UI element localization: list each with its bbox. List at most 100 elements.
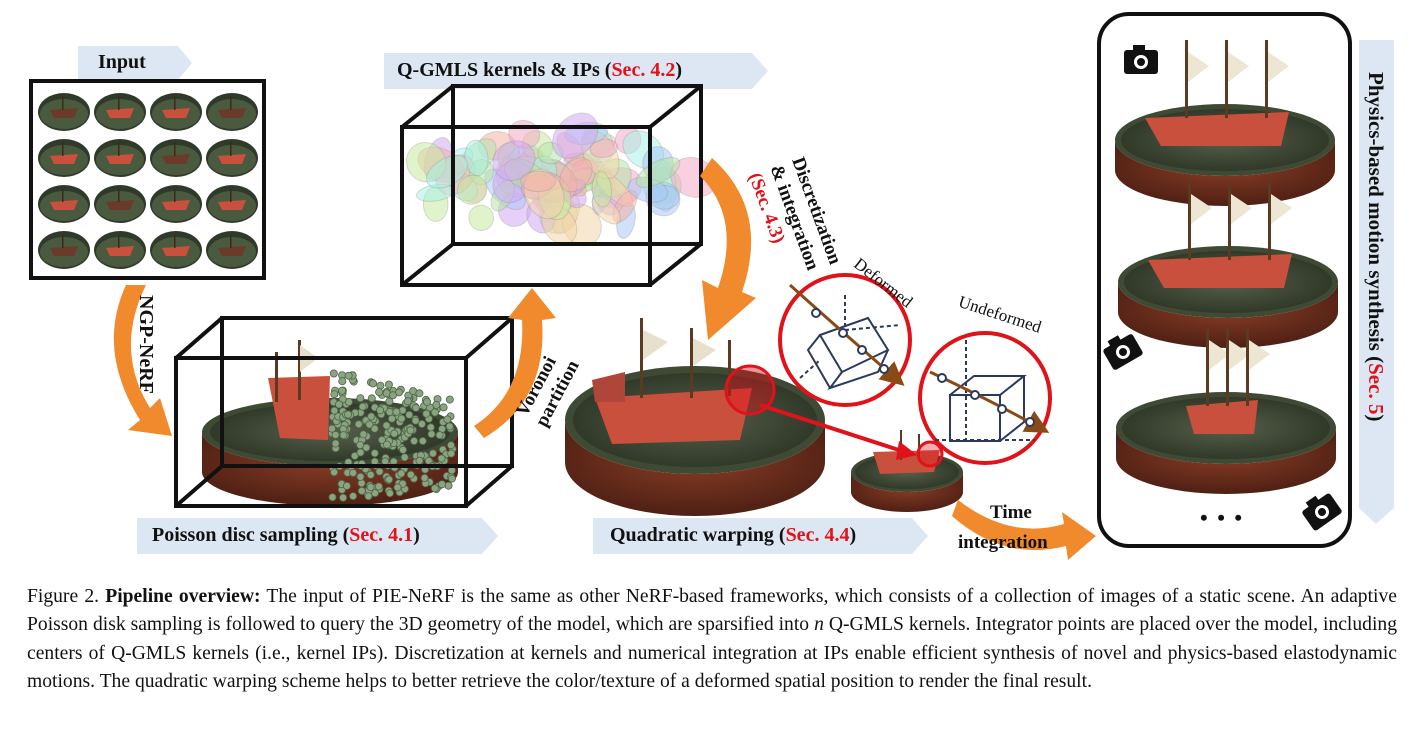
sample-point	[411, 416, 420, 425]
highlight-circle-small	[916, 440, 944, 468]
sample-point	[364, 492, 373, 501]
physics-label-text: Physics-based motion synthesis (	[1364, 72, 1388, 364]
sample-point	[385, 475, 394, 484]
caption-text-2: Q-GMLS kernels. Integrator points are pl…	[27, 614, 1398, 693]
sample-point	[406, 426, 415, 435]
warping-label-text: Quadratic warping (	[610, 524, 786, 546]
sample-point	[388, 391, 397, 400]
sample-point	[398, 445, 407, 454]
ngp-nerf-arrow	[113, 285, 172, 436]
sample-point	[366, 470, 375, 479]
poisson-label: Poisson disc sampling (Sec. 4.1)	[152, 524, 420, 547]
pipeline-figure	[29, 12, 1394, 560]
result-ship-render	[1118, 182, 1338, 348]
input-thumbnail	[94, 231, 146, 269]
sample-point	[368, 379, 377, 388]
sample-point	[422, 397, 431, 406]
sample-point	[428, 449, 437, 458]
poisson-section-ref: Sec. 4.1	[349, 524, 414, 546]
sample-point	[328, 493, 337, 502]
input-thumbnail	[38, 185, 90, 223]
sample-point	[334, 400, 343, 409]
sample-point	[338, 386, 347, 395]
sample-point	[356, 448, 365, 457]
sample-point	[410, 436, 419, 445]
sample-point	[393, 483, 402, 492]
sample-point	[376, 406, 385, 415]
time-label-line1: Time	[990, 502, 1032, 523]
highlight-circle-large	[724, 364, 776, 416]
poisson-disc-samples	[327, 369, 457, 502]
input-thumbnail	[150, 231, 202, 269]
time-integration-arrow	[952, 500, 1096, 560]
sample-point	[385, 489, 394, 498]
sample-point	[411, 403, 420, 412]
sample-point	[447, 474, 456, 483]
input-thumbnail	[94, 185, 146, 223]
sample-point	[444, 481, 453, 490]
qgmls-banner	[384, 53, 768, 89]
sample-point	[384, 380, 393, 389]
sample-point	[374, 482, 383, 491]
sample-point	[367, 412, 376, 421]
qgmls-kernels-box	[400, 84, 718, 287]
sample-point	[370, 424, 379, 433]
caption-text-1: The input of PIE-NeRF is the same as oth…	[27, 586, 1397, 636]
input-thumbnail	[38, 231, 90, 269]
sample-point	[437, 480, 446, 489]
sample-point	[330, 406, 339, 415]
sample-point	[327, 424, 336, 433]
sample-point	[356, 394, 365, 403]
sample-point	[330, 390, 339, 399]
sample-point	[427, 430, 436, 439]
result-panel	[1097, 12, 1352, 548]
kernel-ellipse	[552, 112, 599, 159]
sample-point	[397, 469, 406, 478]
sample-point	[357, 479, 366, 488]
sample-point	[356, 472, 365, 481]
sample-point	[375, 388, 384, 397]
sample-point	[339, 431, 348, 440]
more-views-ellipsis: • • •	[1200, 505, 1245, 530]
input-thumbnail	[94, 93, 146, 131]
sample-point	[331, 439, 340, 448]
sample-point	[397, 414, 406, 423]
sample-point	[367, 394, 376, 403]
ngp-nerf-label: NGP-NeRF	[135, 295, 157, 394]
poisson-sampling-box	[174, 316, 514, 508]
input-thumbnail	[206, 231, 258, 269]
sample-point	[392, 407, 401, 416]
sample-point	[447, 449, 456, 458]
warping-banner	[593, 518, 928, 554]
sample-point	[406, 470, 415, 479]
sample-point	[420, 473, 429, 482]
warping-label: Quadratic warping (Sec. 4.4)	[610, 524, 856, 547]
sample-point	[443, 415, 452, 424]
sample-point	[403, 397, 412, 406]
sample-point	[356, 440, 365, 449]
kernel-ellipse	[468, 204, 495, 231]
sample-point	[445, 395, 454, 404]
time-label-line2: integration	[958, 532, 1048, 553]
poisson-banner	[137, 518, 498, 554]
kernel-ellipse	[520, 170, 556, 193]
input-thumbnail	[150, 185, 202, 223]
input-thumbnail	[150, 139, 202, 177]
sample-point	[329, 369, 338, 378]
physics-section-ref: Sec. 5	[1364, 363, 1388, 415]
input-thumbnail	[206, 139, 258, 177]
large-ship-pot	[565, 318, 825, 516]
physics-banner	[1359, 40, 1394, 524]
sample-point	[330, 468, 339, 477]
small-ship-pot	[851, 430, 963, 512]
figure-caption: Figure 2. Pipeline overview: The input o…	[27, 583, 1397, 697]
sample-point	[435, 431, 444, 440]
input-thumbnail	[38, 139, 90, 177]
kernel-ellipse	[635, 157, 681, 188]
caption-prefix: Figure 2.	[27, 586, 100, 607]
poisson-label-end: )	[413, 524, 420, 546]
sample-point	[342, 481, 351, 490]
sample-point	[417, 419, 426, 428]
deformed-inset	[778, 273, 912, 407]
sample-point	[381, 457, 390, 466]
